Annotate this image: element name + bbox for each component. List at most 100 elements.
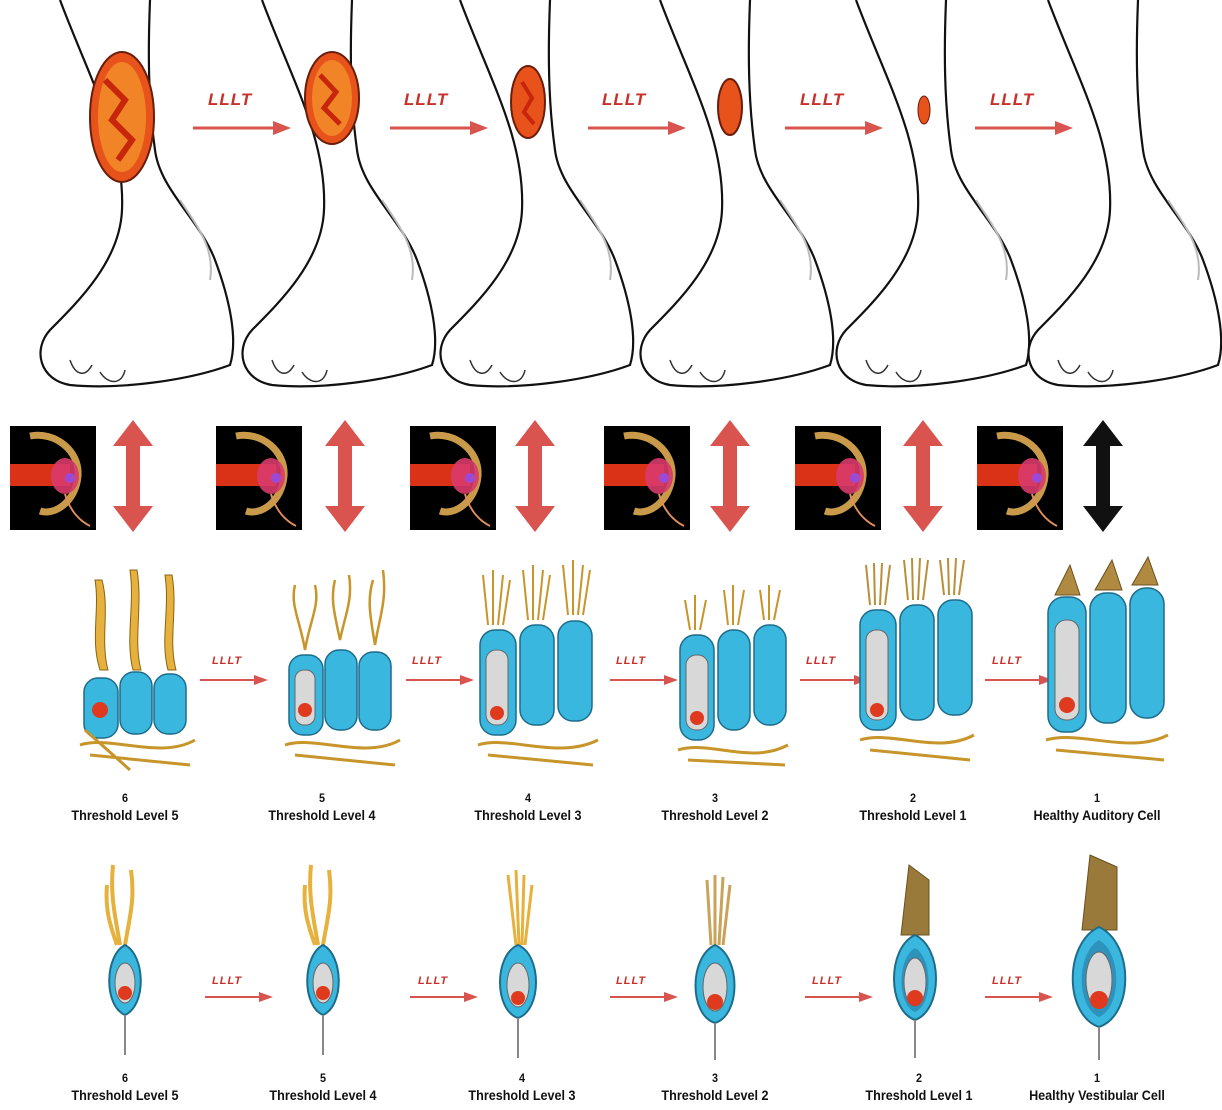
right-arrow-icon <box>805 990 875 1004</box>
lllt-label: LLLT <box>992 975 1022 987</box>
vestibular-hair-cell-icon <box>883 860 948 1070</box>
level-label: Threshold Level 5 <box>71 807 178 823</box>
level-number: 3 <box>630 790 801 807</box>
auditory-hair-cell-icon <box>468 555 603 770</box>
auditory-hair-cell-icon <box>70 560 200 770</box>
right-arrow-icon <box>390 118 490 138</box>
lllt-label: LLLT <box>800 90 844 110</box>
ear-laser-thumbnail-icon <box>795 426 881 530</box>
level-number: 6 <box>40 1070 211 1087</box>
auditory-caption-1: 6 Threshold Level 5 <box>40 790 211 824</box>
auditory-hair-cell-icon <box>670 570 790 770</box>
foot-illustration-icon <box>232 0 432 400</box>
level-number: 4 <box>443 790 614 807</box>
ear-laser-thumbnail-icon <box>977 426 1063 530</box>
vestibular-caption-2: 5 Threshold Level 4 <box>238 1070 409 1104</box>
vestibular-cell-row: LLLT LLLT LLLT LLLT <box>0 855 1222 1070</box>
double-arrow-icon <box>705 420 755 532</box>
lllt-label: LLLT <box>616 655 646 667</box>
right-arrow-icon <box>588 118 688 138</box>
double-arrow-icon <box>108 420 158 532</box>
level-label: Threshold Level 2 <box>661 807 768 823</box>
auditory-caption-2: 5 Threshold Level 4 <box>237 790 408 824</box>
ear-thumbnail-row <box>0 420 1222 535</box>
foot-illustration-icon <box>630 0 830 400</box>
lllt-label: LLLT <box>412 655 442 667</box>
auditory-caption-3: 4 Threshold Level 3 <box>443 790 614 824</box>
level-label: Threshold Level 4 <box>268 807 375 823</box>
vestibular-hair-cell-icon <box>685 865 745 1070</box>
foot-row: LLLT LLLT LLLT LLLT LLLT <box>0 0 1222 400</box>
right-arrow-icon <box>975 118 1075 138</box>
right-arrow-icon <box>406 673 476 687</box>
vestibular-hair-cell-icon <box>95 855 155 1070</box>
ear-laser-thumbnail-icon <box>410 426 496 530</box>
foot-panel-1 <box>30 0 230 400</box>
level-number: 4 <box>437 1070 608 1087</box>
auditory-caption-4: 3 Threshold Level 2 <box>630 790 801 824</box>
right-arrow-icon <box>193 118 293 138</box>
double-arrow-icon <box>510 420 560 532</box>
vestibular-caption-3: 4 Threshold Level 3 <box>437 1070 608 1104</box>
vestibular-caption-4: 3 Threshold Level 2 <box>630 1070 801 1104</box>
foot-panel-3 <box>430 0 630 400</box>
right-arrow-icon <box>785 118 885 138</box>
right-arrow-icon <box>200 673 270 687</box>
vestibular-hair-cell-icon <box>488 860 548 1070</box>
level-label: Threshold Level 4 <box>269 1087 376 1103</box>
ear-laser-thumbnail-icon <box>10 426 96 530</box>
vestibular-caption-1: 6 Threshold Level 5 <box>40 1070 211 1104</box>
lllt-label: LLLT <box>212 655 242 667</box>
right-arrow-icon <box>205 990 275 1004</box>
auditory-caption-6: 1 Healthy Auditory Cell <box>1012 790 1183 824</box>
lllt-label: LLLT <box>602 90 646 110</box>
vestibular-hair-cell-icon <box>1062 855 1137 1070</box>
foot-panel-6 <box>1018 0 1218 400</box>
level-label: Threshold Level 3 <box>468 1087 575 1103</box>
level-label: Threshold Level 3 <box>474 807 581 823</box>
right-arrow-icon <box>410 990 480 1004</box>
auditory-hair-cell-icon <box>1040 555 1170 770</box>
double-arrow-icon <box>1078 420 1128 532</box>
lllt-label: LLLT <box>806 655 836 667</box>
auditory-hair-cell-icon <box>852 555 977 770</box>
auditory-hair-cell-icon <box>275 560 405 770</box>
level-label: Healthy Vestibular Cell <box>1029 1087 1165 1103</box>
right-arrow-icon <box>985 990 1055 1004</box>
lllt-label: LLLT <box>990 90 1034 110</box>
lllt-label: LLLT <box>404 90 448 110</box>
level-label: Healthy Auditory Cell <box>1034 807 1161 823</box>
foot-illustration-icon <box>1018 0 1218 400</box>
level-number: 1 <box>1012 790 1183 807</box>
foot-illustration-icon <box>430 0 630 400</box>
double-arrow-icon <box>320 420 370 532</box>
lllt-label: LLLT <box>992 655 1022 667</box>
lllt-label: LLLT <box>616 975 646 987</box>
level-label: Threshold Level 2 <box>661 1087 768 1103</box>
lllt-label: LLLT <box>208 90 252 110</box>
level-label: Threshold Level 5 <box>71 1087 178 1103</box>
foot-illustration-icon <box>30 0 230 400</box>
right-arrow-icon <box>610 990 680 1004</box>
double-arrow-icon <box>898 420 948 532</box>
level-number: 6 <box>40 790 211 807</box>
vestibular-caption-5: 2 Threshold Level 1 <box>834 1070 1005 1104</box>
level-number: 5 <box>237 790 408 807</box>
vestibular-hair-cell-icon <box>293 855 353 1070</box>
lllt-label: LLLT <box>212 975 242 987</box>
vestibular-caption-6: 1 Healthy Vestibular Cell <box>1012 1070 1183 1104</box>
ear-laser-thumbnail-icon <box>216 426 302 530</box>
ear-laser-thumbnail-icon <box>604 426 690 530</box>
level-number: 1 <box>1012 1070 1183 1087</box>
lllt-label: LLLT <box>812 975 842 987</box>
foot-illustration-icon <box>826 0 1026 400</box>
foot-panel-5 <box>826 0 1026 400</box>
level-number: 5 <box>238 1070 409 1087</box>
foot-panel-4 <box>630 0 830 400</box>
level-number: 3 <box>630 1070 801 1087</box>
level-number: 2 <box>834 1070 1005 1087</box>
lllt-label: LLLT <box>418 975 448 987</box>
level-label: Threshold Level 1 <box>859 807 966 823</box>
level-number: 2 <box>828 790 999 807</box>
auditory-caption-5: 2 Threshold Level 1 <box>828 790 999 824</box>
